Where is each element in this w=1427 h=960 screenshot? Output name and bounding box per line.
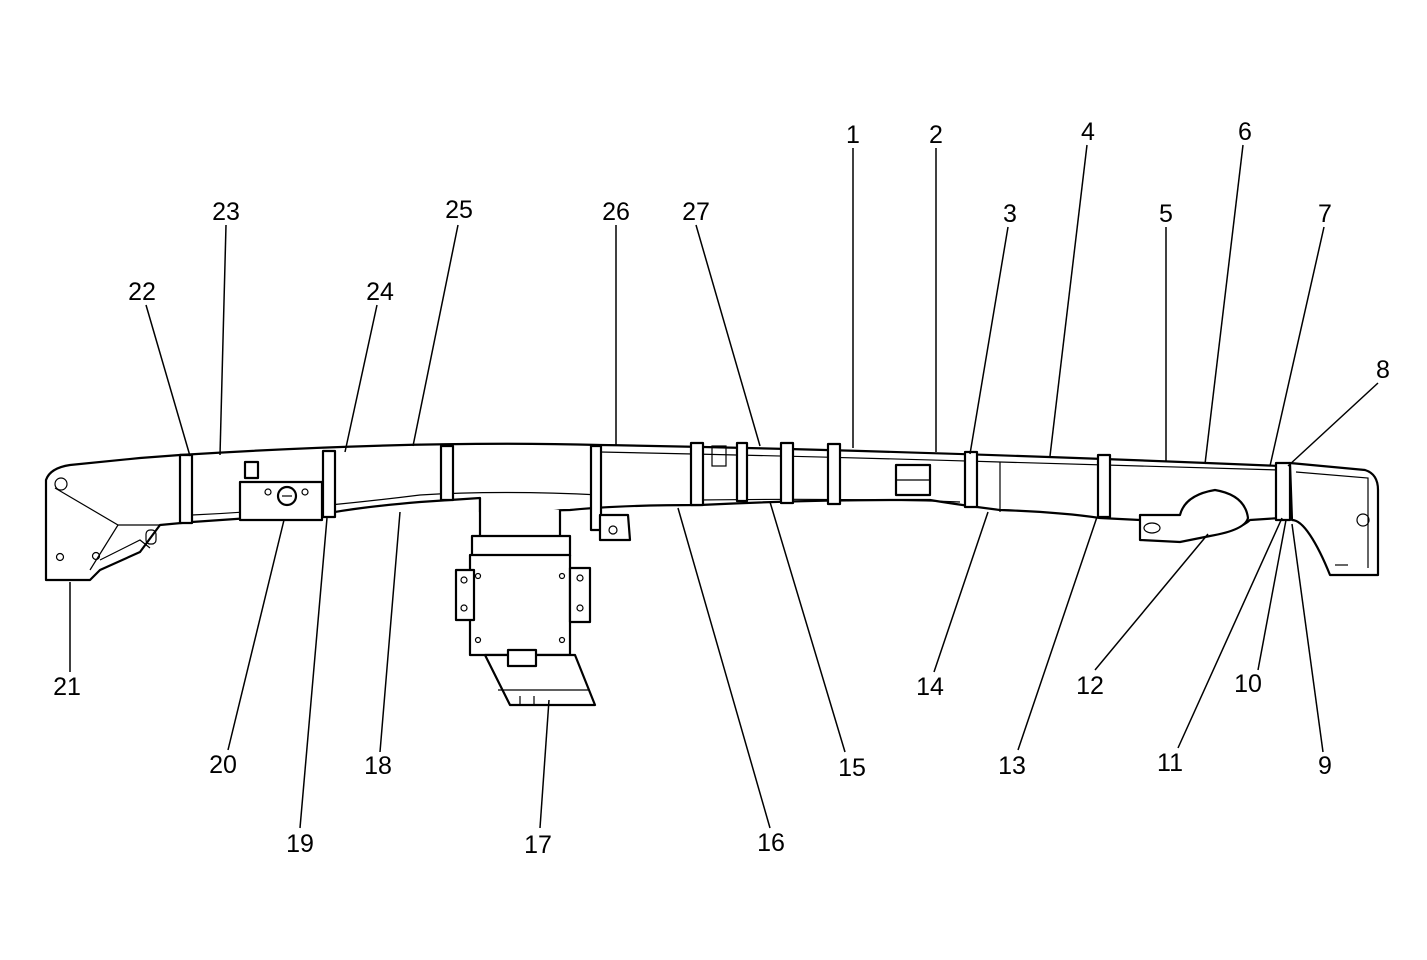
callout-10: 10 xyxy=(1234,670,1262,698)
callout-labels: 1 2 3 4 5 6 7 8 9 10 11 12 13 14 15 16 1… xyxy=(53,118,1390,859)
callout-19: 19 xyxy=(286,830,314,858)
left-end-bracket xyxy=(44,453,194,582)
callout-26: 26 xyxy=(602,198,630,226)
callout-7: 7 xyxy=(1318,200,1332,228)
callout-3: 3 xyxy=(1003,200,1017,228)
callout-2: 2 xyxy=(929,121,943,149)
lower-module xyxy=(454,498,597,707)
right-duct-lobe xyxy=(1138,488,1250,544)
right-end-bracket xyxy=(1288,461,1380,577)
callout-18: 18 xyxy=(364,752,392,780)
callout-1: 1 xyxy=(846,121,860,149)
callout-24: 24 xyxy=(366,278,394,306)
callout-25: 25 xyxy=(445,196,473,224)
callout-23: 23 xyxy=(212,198,240,226)
callout-21: 21 xyxy=(53,673,81,701)
callout-14: 14 xyxy=(916,673,944,701)
callout-20: 20 xyxy=(209,751,237,779)
callout-17: 17 xyxy=(524,831,552,859)
callout-8: 8 xyxy=(1376,356,1390,384)
left-control-housing xyxy=(238,480,324,522)
callout-12: 12 xyxy=(1076,672,1104,700)
callout-27: 27 xyxy=(682,198,710,226)
duct-clamps xyxy=(178,441,1292,532)
callout-5: 5 xyxy=(1159,200,1173,228)
callout-13: 13 xyxy=(998,752,1026,780)
callout-6: 6 xyxy=(1238,118,1252,146)
callout-16: 16 xyxy=(757,829,785,857)
callout-15: 15 xyxy=(838,754,866,782)
callout-9: 9 xyxy=(1318,752,1332,780)
leader-lines xyxy=(69,144,1379,829)
callout-4: 4 xyxy=(1081,118,1095,146)
callout-22: 22 xyxy=(128,278,156,306)
duct-assembly xyxy=(44,441,1380,707)
main-duct-body xyxy=(178,442,1282,534)
callout-11: 11 xyxy=(1157,749,1183,777)
